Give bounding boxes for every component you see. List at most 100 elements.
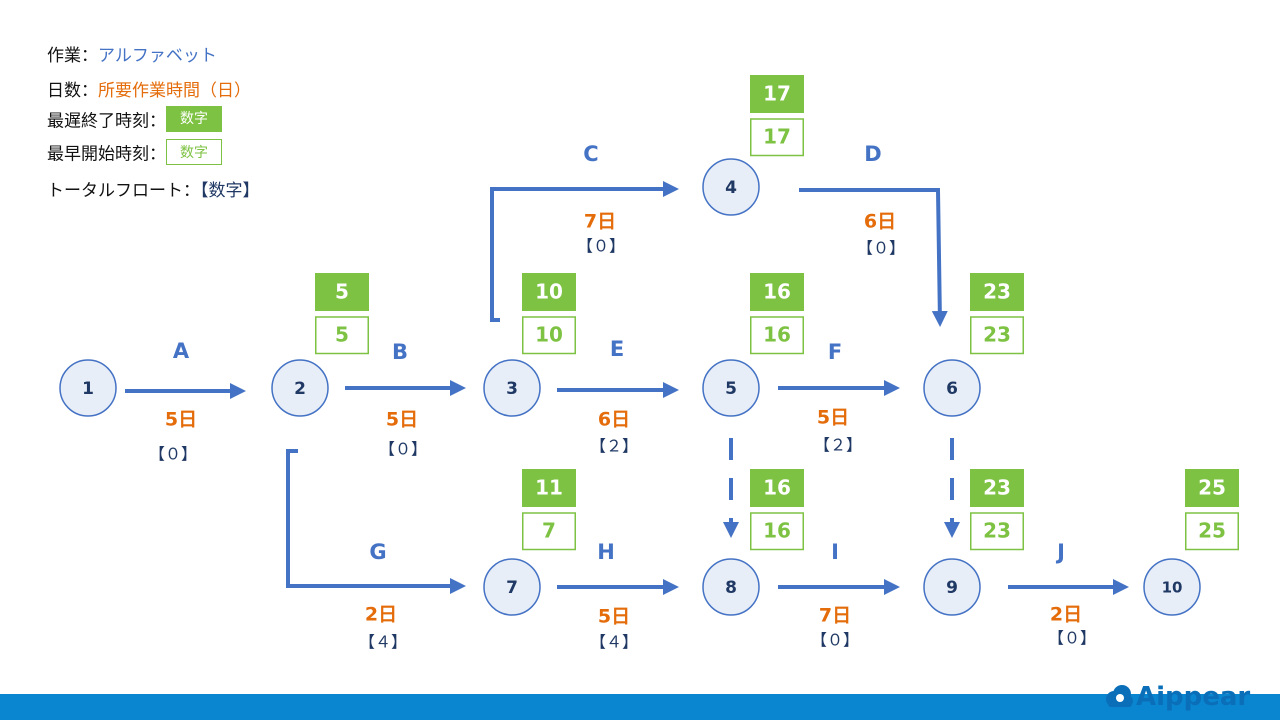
legend-late-finish: 最遅終了時刻：数字 <box>47 106 222 132</box>
node-circle-7 <box>483 558 541 616</box>
legend-days-value: 所要作業時間（日） <box>98 81 251 101</box>
brand-logo: Aippear <box>1104 680 1250 714</box>
early-start-box-6 <box>970 316 1024 355</box>
early-start-box-8 <box>750 512 804 551</box>
legend-days: 日数：所要作業時間（日） <box>47 76 251 101</box>
late-finish-box-10 <box>1185 469 1239 507</box>
node-label-1: 1 <box>82 379 94 399</box>
legend-float-value: 【数字】 <box>200 181 260 201</box>
node-label-2: 2 <box>294 379 306 399</box>
legend-days-key: 日数： <box>47 81 98 101</box>
late-finish-box-4 <box>750 75 804 113</box>
task-float-d: 【０】 <box>857 239 905 258</box>
early-start-value-10: 25 <box>1198 519 1226 543</box>
late-finish-value-8: 16 <box>763 476 791 500</box>
late-finish-box-7 <box>522 469 576 507</box>
node-circle-8 <box>702 558 760 616</box>
task-label-e: E <box>610 337 624 361</box>
node-label-10: 10 <box>1162 579 1183 597</box>
node-label-9: 9 <box>946 578 958 598</box>
early-start-box-2 <box>315 316 369 355</box>
task-float-c: 【０】 <box>577 237 625 256</box>
node-label-3: 3 <box>506 379 518 399</box>
node-label-8: 8 <box>725 578 737 598</box>
node-circle-9 <box>923 558 981 616</box>
late-finish-value-7: 11 <box>535 476 563 500</box>
late-finish-value-5: 16 <box>763 280 791 304</box>
early-start-box-3 <box>522 316 576 355</box>
late-finish-value-2: 5 <box>335 280 349 304</box>
legend-task-key: 作業： <box>47 46 98 66</box>
legend-early-sample: 数字 <box>166 139 222 165</box>
task-days-f: 5日 <box>817 407 849 429</box>
task-days-e: 6日 <box>598 409 630 431</box>
early-start-box-10 <box>1185 512 1239 551</box>
footer-bar <box>0 694 1280 720</box>
early-start-box-4 <box>750 118 804 157</box>
task-float-h: 【４】 <box>590 633 638 652</box>
late-finish-value-4: 17 <box>763 82 791 106</box>
early-start-value-2: 5 <box>335 323 349 347</box>
task-float-g: 【４】 <box>359 633 407 652</box>
task-label-b: B <box>392 340 408 364</box>
task-arrow-g <box>286 449 466 594</box>
early-start-value-9: 23 <box>983 519 1011 543</box>
early-start-value-3: 10 <box>535 323 563 347</box>
node-circle-4 <box>702 158 760 216</box>
task-float-a: 【０】 <box>149 445 197 464</box>
legend-total-float: トータルフロート：【数字】 <box>47 176 260 201</box>
early-start-value-7: 7 <box>542 519 556 543</box>
node-label-6: 6 <box>946 379 958 399</box>
task-days-b: 5日 <box>386 409 418 431</box>
task-label-f: F <box>828 340 842 364</box>
late-finish-box-2 <box>315 273 369 311</box>
legend-early-key: 最早開始時刻： <box>47 144 166 165</box>
task-label-d: D <box>864 142 881 166</box>
early-start-box-7 <box>522 512 576 551</box>
task-arrow-d <box>799 188 948 327</box>
task-days-d: 6日 <box>864 211 896 233</box>
node-circle-6 <box>923 359 981 417</box>
task-days-g: 2日 <box>365 604 397 626</box>
legend-float-key: トータルフロート： <box>47 181 200 201</box>
node-circle-1 <box>59 359 117 417</box>
task-label-j: J <box>1055 540 1065 564</box>
legend-task: 作業：アルファベット <box>47 41 217 66</box>
late-finish-value-6: 23 <box>983 280 1011 304</box>
task-label-c: C <box>583 142 598 166</box>
late-finish-value-9: 23 <box>983 476 1011 500</box>
task-label-g: G <box>369 540 386 564</box>
task-days-c: 7日 <box>584 211 616 233</box>
task-float-i: 【０】 <box>811 631 859 650</box>
task-float-b: 【０】 <box>379 440 427 459</box>
late-finish-box-8 <box>750 469 804 507</box>
early-start-value-6: 23 <box>983 323 1011 347</box>
legend-late-key: 最遅終了時刻： <box>47 111 166 132</box>
late-finish-box-5 <box>750 273 804 311</box>
brand-name: Aippear <box>1136 682 1251 712</box>
task-arrow-c <box>490 181 679 322</box>
early-start-box-5 <box>750 316 804 355</box>
legend-late-sample: 数字 <box>166 106 222 132</box>
task-float-e: 【２】 <box>590 437 638 456</box>
task-float-f: 【２】 <box>814 436 862 455</box>
node-circle-3 <box>483 359 541 417</box>
late-finish-box-3 <box>522 273 576 311</box>
node-label-7: 7 <box>506 578 518 598</box>
early-start-value-5: 16 <box>763 323 791 347</box>
node-label-5: 5 <box>725 379 737 399</box>
cloud-icon <box>1106 685 1133 707</box>
early-start-box-9 <box>970 512 1024 551</box>
task-label-i: I <box>831 540 839 564</box>
late-finish-box-9 <box>970 469 1024 507</box>
task-days-h: 5日 <box>598 606 630 628</box>
late-finish-box-6 <box>970 273 1024 311</box>
task-days-j: 2日 <box>1050 604 1082 626</box>
node-circle-5 <box>702 359 760 417</box>
legend-early-start: 最早開始時刻：数字 <box>47 139 222 165</box>
task-label-a: A <box>173 339 190 363</box>
late-finish-value-3: 10 <box>535 280 563 304</box>
pert-network-diagram: A5日【０】B5日【０】C7日【０】D6日【０】E6日【２】F5日【２】G2日【… <box>59 75 1239 652</box>
node-circle-2 <box>271 359 329 417</box>
late-finish-value-10: 25 <box>1198 476 1226 500</box>
